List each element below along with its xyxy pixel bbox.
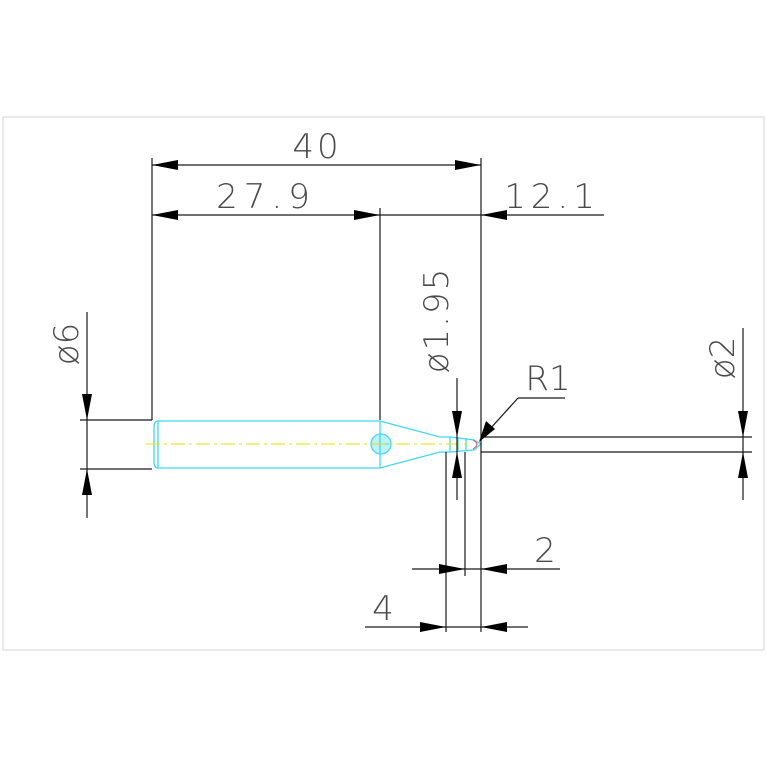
arrow-40-left bbox=[152, 160, 178, 170]
dim-ø6-label: ø6 bbox=[47, 323, 87, 365]
dim-12-1-label: 12.1 bbox=[504, 177, 600, 217]
dimension-lines bbox=[80, 158, 752, 632]
arrow-ø1-95-bottom bbox=[452, 452, 462, 478]
dimension-labels: 40 27.9 12.1 ø6 ø1.95 ø2 R1 2 4 bbox=[47, 127, 743, 629]
arrow-4-left bbox=[420, 622, 446, 632]
dim-r1-label: R1 bbox=[525, 359, 570, 399]
arrow-27-9-right bbox=[354, 210, 380, 220]
arrowheads bbox=[82, 160, 748, 632]
dim-2-label: 2 bbox=[534, 531, 556, 571]
dim-27-9-label: 27.9 bbox=[216, 177, 316, 217]
arrow-2-left bbox=[439, 564, 465, 574]
arrow-ø2-bottom bbox=[738, 452, 748, 478]
dim-4-label: 4 bbox=[372, 589, 394, 629]
arrow-12-1 bbox=[481, 210, 507, 220]
dim-40-label: 40 bbox=[292, 127, 341, 167]
dim-ø1-95-label: ø1.95 bbox=[417, 267, 457, 374]
arrow-ø2-top bbox=[738, 411, 748, 437]
arrow-2-right bbox=[481, 564, 507, 574]
arrow-40-right bbox=[455, 160, 481, 170]
drawing-frame bbox=[2, 116, 765, 651]
arrow-ø6-top bbox=[82, 394, 92, 420]
dim-ø2-label: ø2 bbox=[703, 337, 743, 379]
arrow-27-9-left bbox=[152, 210, 178, 220]
arrow-ø1-95-top bbox=[452, 411, 462, 437]
arrow-ø6-bottom bbox=[82, 469, 92, 495]
tip-radius-detail bbox=[472, 439, 478, 450]
arrow-4-right bbox=[481, 622, 507, 632]
arrow-r1 bbox=[479, 421, 495, 442]
